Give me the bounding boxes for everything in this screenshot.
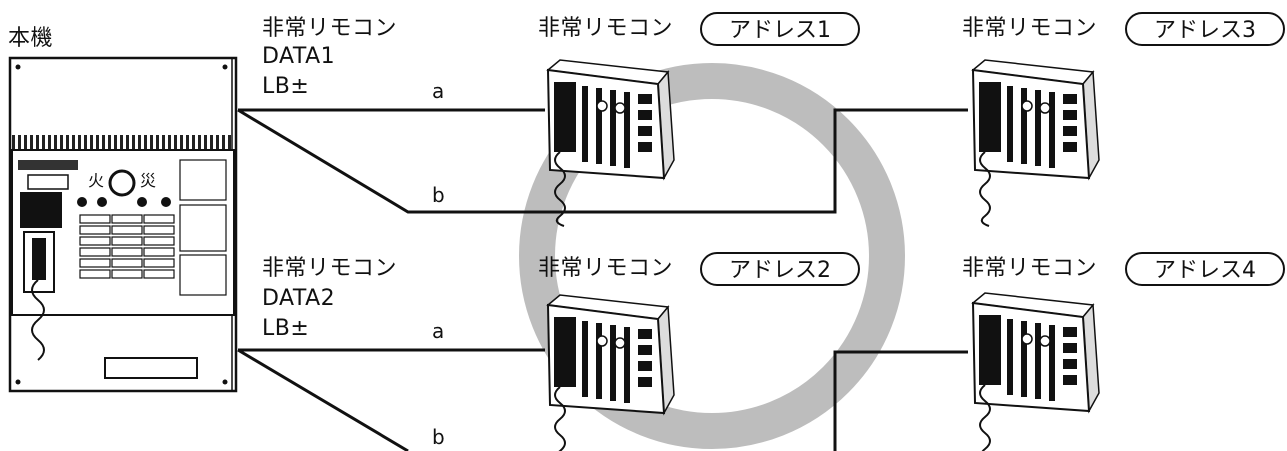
main-unit-label: 本機 [8, 26, 54, 51]
line2-wire-b: b [432, 425, 446, 449]
remote-3-address: アドレス3 [1125, 12, 1285, 46]
line1-remote-label: 非常リモコン [262, 16, 398, 41]
remote-2-address: アドレス2 [700, 252, 860, 286]
line1-wire-a: a [432, 79, 445, 103]
remote-2-label: 非常リモコン [538, 256, 674, 281]
line2-wire-a: a [432, 319, 445, 343]
line1-wire-b: b [432, 183, 446, 207]
wire-2b [237, 348, 409, 451]
line2-lb-label: LB± [262, 316, 310, 341]
remote-1-label: 非常リモコン [538, 16, 674, 41]
wire-1b [237, 108, 968, 214]
line1-data-label: DATA1 [262, 44, 336, 69]
remote-4-address: アドレス4 [1125, 252, 1285, 286]
remote-3 [972, 59, 1100, 227]
remote-4 [972, 292, 1100, 451]
remote-3-label: 非常リモコン [962, 16, 1098, 41]
remote-2 [547, 294, 675, 451]
line2-data-label: DATA2 [262, 286, 336, 311]
panel-kanji-right: 災 [140, 171, 157, 190]
wire-2c [833, 350, 968, 451]
remote-4-label: 非常リモコン [962, 256, 1098, 281]
remote-1 [547, 59, 675, 227]
line2-remote-label: 非常リモコン [262, 256, 398, 281]
remote-1-address: アドレス1 [700, 12, 860, 46]
line1-lb-label: LB± [262, 74, 310, 99]
panel-kanji-left: 火 [88, 171, 105, 190]
